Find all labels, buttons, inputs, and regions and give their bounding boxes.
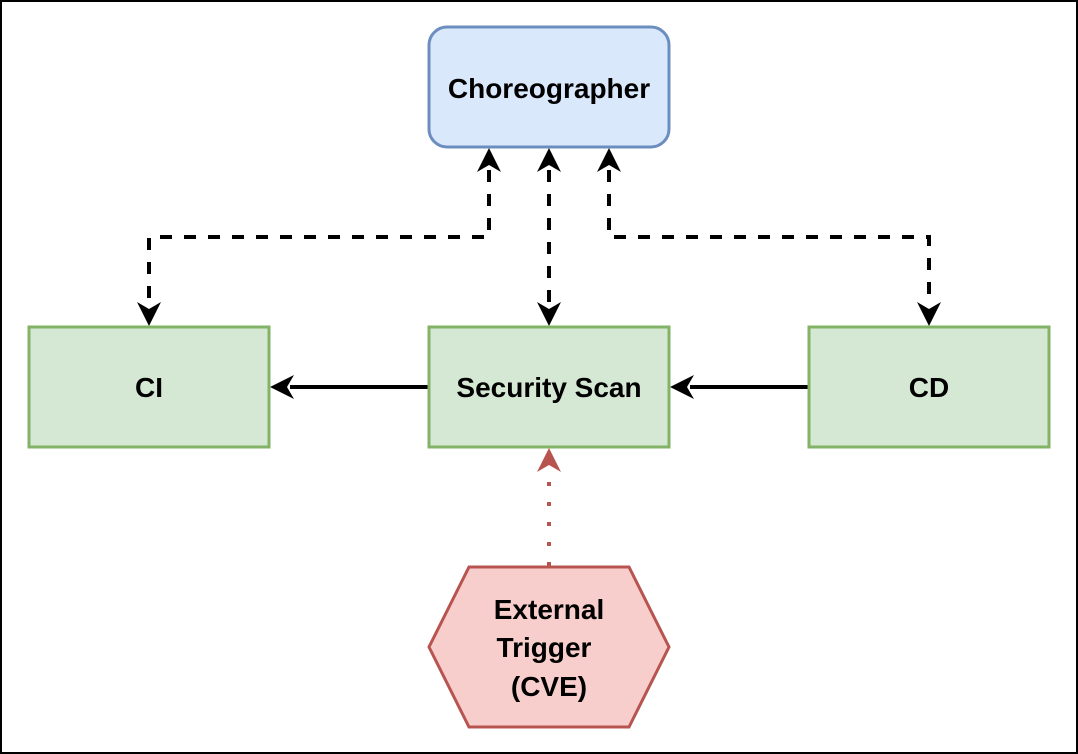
node-cd[interactable]: CD [807, 325, 1051, 449]
node-ci[interactable]: CI [27, 325, 271, 449]
arrow-head-up-icon [537, 448, 561, 472]
node-choreographer[interactable]: Choreographer [427, 25, 671, 149]
node-label-line-2: Trigger [497, 632, 592, 663]
node-label: CD [909, 372, 949, 403]
arrow-head-up-icon [597, 148, 621, 172]
edge-choreographer-ci [137, 148, 501, 326]
arrow-head-down-icon [917, 302, 941, 326]
node-label-line-3: (CVE) [511, 671, 587, 702]
arrow-head-up-icon [477, 148, 501, 172]
arrow-head-down-icon [537, 302, 561, 326]
edge-choreographer-cd [597, 148, 941, 326]
edge-security-scan-ci [270, 375, 428, 399]
node-security-scan[interactable]: Security Scan [427, 325, 671, 449]
edge-cd-security-scan [670, 375, 808, 399]
edge-choreographer-security-scan [537, 148, 561, 326]
node-label: Security Scan [456, 372, 641, 403]
arrow-head-left-icon [670, 375, 694, 399]
arrow-head-up-icon [537, 148, 561, 172]
edge-external-trigger-security-scan [537, 448, 561, 566]
node-label: CI [135, 372, 163, 403]
node-external-trigger[interactable]: External Trigger (CVE) [427, 565, 671, 729]
node-label: Choreographer [448, 73, 650, 104]
arrow-head-left-icon [270, 375, 294, 399]
arrow-head-down-icon [137, 302, 161, 326]
node-label-line-1: External [494, 594, 605, 625]
